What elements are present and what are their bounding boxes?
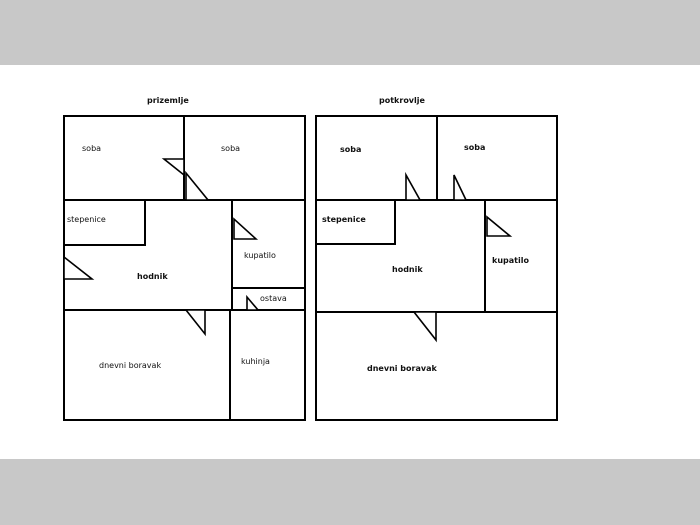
- plan-title: potkrovlje: [379, 96, 426, 105]
- room-label-stepenice: stepenice: [322, 215, 366, 224]
- room-label-hodnik: hodnik: [137, 272, 168, 281]
- wall: [316, 200, 396, 245]
- room-label-dnevni-boravak: dnevni boravak: [367, 364, 437, 373]
- door-swing: [412, 311, 437, 343]
- room-label-soba: soba: [82, 144, 101, 153]
- room-label-stepenice: stepenice: [67, 215, 106, 224]
- floor-plan-potkrovlje: potkrovlje soba soba stepenice hodnik ku…: [315, 96, 558, 421]
- room-label-ostava: ostava: [260, 294, 287, 303]
- door-swing: [184, 309, 206, 337]
- door-swing: [161, 158, 185, 177]
- room-label-hodnik: hodnik: [392, 265, 423, 274]
- floor-plan-prizemlje: prizemlje soba soba stepenice hodnik kup…: [63, 96, 306, 421]
- door-swing: [233, 217, 259, 240]
- door-swing: [246, 294, 260, 311]
- room-label-kupatilo: kupatilo: [492, 256, 529, 265]
- room-label-kupatilo: kupatilo: [244, 251, 276, 260]
- door-swing: [405, 171, 422, 201]
- plan-title: prizemlje: [147, 96, 189, 105]
- room-label-dnevni-boravak: dnevni boravak: [99, 361, 161, 370]
- door-swing: [63, 255, 95, 280]
- door-swing: [453, 174, 468, 201]
- top-gray-band: [0, 0, 700, 65]
- wall: [64, 200, 146, 246]
- bottom-gray-band: [0, 459, 700, 525]
- room-label-soba: soba: [221, 144, 240, 153]
- door-swing: [185, 170, 210, 201]
- room-label-soba: soba: [464, 143, 485, 152]
- room-label-kuhinja: kuhinja: [241, 357, 270, 366]
- room-label-soba: soba: [340, 145, 361, 154]
- door-swing: [486, 215, 513, 237]
